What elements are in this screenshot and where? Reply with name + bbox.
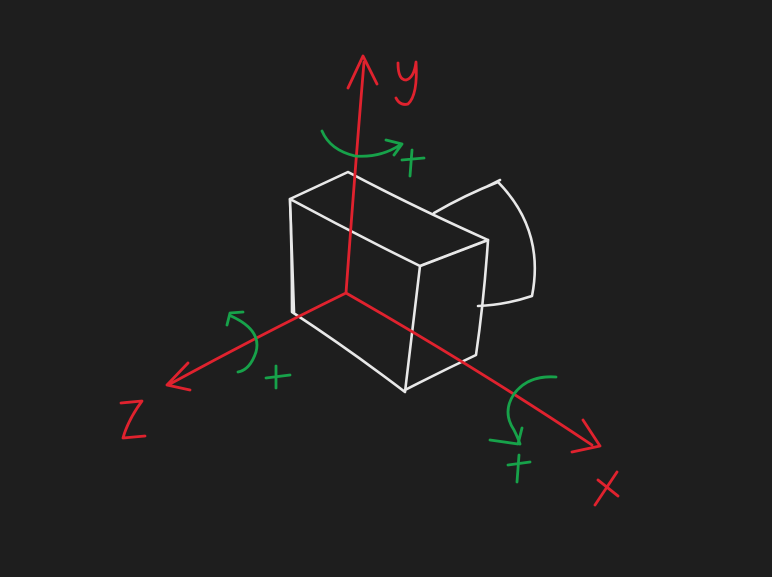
y-axis-line xyxy=(344,60,366,295)
camera-left-face xyxy=(288,197,422,394)
camera-lens xyxy=(432,180,537,308)
camera-sketch xyxy=(288,170,537,394)
z-axis-label-glyph xyxy=(119,399,147,440)
z-axis-line xyxy=(168,291,348,386)
y-rotation-arrowhead xyxy=(384,138,404,157)
x-axis-line xyxy=(344,291,594,447)
x-rotation-arrowhead xyxy=(488,426,524,446)
x-rotation-arc xyxy=(506,375,558,446)
z-axis-arrowhead xyxy=(165,361,192,392)
y-rotation-plus xyxy=(400,148,426,178)
z-rotation-plus xyxy=(264,364,292,390)
x-axis-label-glyph xyxy=(593,470,620,507)
axes xyxy=(165,54,602,454)
y-axis-arrowhead xyxy=(346,54,379,90)
x-rotation-plus xyxy=(506,453,532,484)
camera-lens-rim xyxy=(486,178,502,188)
z-rotation-arrowhead xyxy=(225,310,245,327)
camera-front-edge xyxy=(288,197,296,314)
y-axis-label-glyph xyxy=(394,60,418,106)
y-rotation-arc xyxy=(320,129,402,158)
axis-labels xyxy=(119,60,620,507)
x-axis-arrowhead xyxy=(570,418,602,454)
camera-right-face xyxy=(403,238,490,392)
rotation-arrows xyxy=(225,129,558,484)
z-rotation-arc xyxy=(229,314,259,374)
